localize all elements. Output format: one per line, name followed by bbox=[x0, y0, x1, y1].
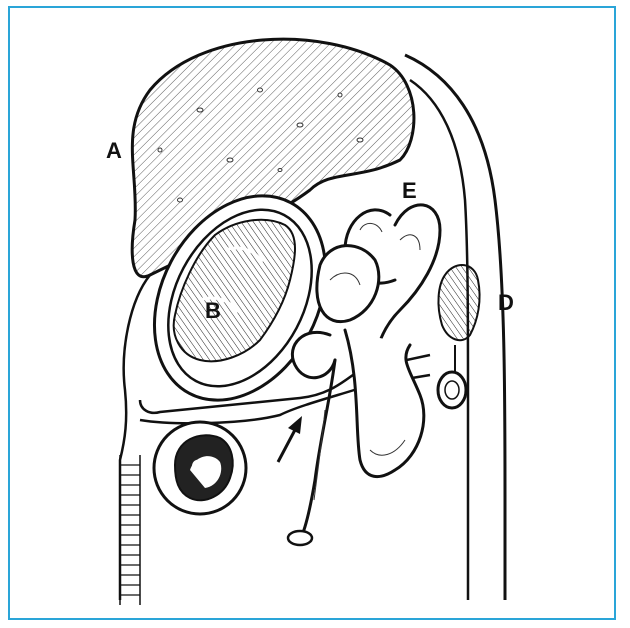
spinal-segments bbox=[120, 465, 140, 595]
peritoneum bbox=[120, 275, 150, 600]
intestine-end bbox=[288, 531, 312, 545]
label-a: A bbox=[106, 138, 122, 164]
label-c: C bbox=[191, 455, 207, 481]
label-b: B bbox=[205, 298, 221, 324]
spinal-column bbox=[120, 455, 140, 605]
structure-d bbox=[438, 265, 479, 340]
label-d: D bbox=[498, 290, 514, 316]
arrow-icon bbox=[278, 416, 302, 462]
label-e: E bbox=[402, 178, 417, 204]
